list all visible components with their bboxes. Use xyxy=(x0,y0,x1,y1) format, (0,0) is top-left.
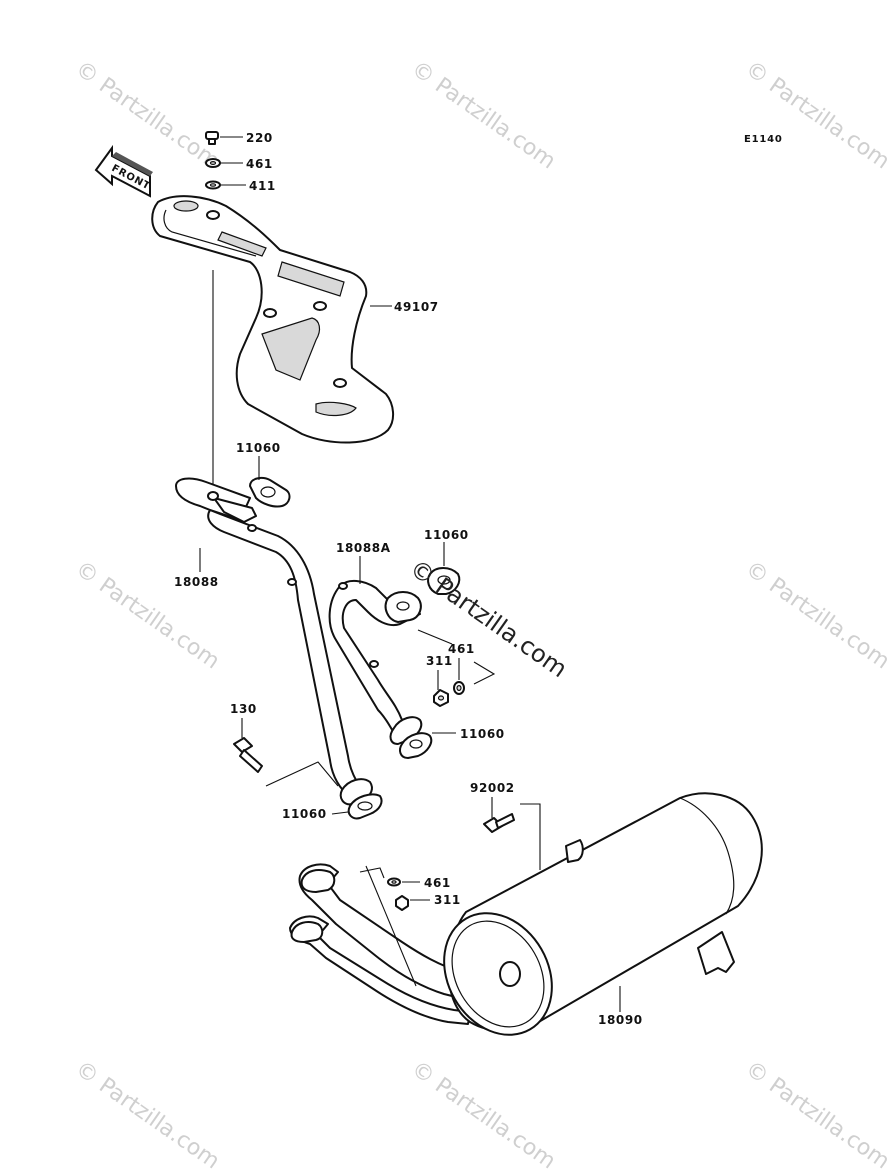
watermark: © Partzilla.com xyxy=(71,1056,224,1170)
exhaust-pipe-18088 xyxy=(175,477,373,806)
heat-shield-49107 xyxy=(151,195,394,444)
label-130: 130 xyxy=(230,702,257,716)
bolt-92002-icon xyxy=(483,813,515,833)
label-18088a: 18088A xyxy=(336,541,391,555)
label-92002: 92002 xyxy=(470,781,515,795)
label-411: 411 xyxy=(249,179,276,193)
label-11060-d: 11060 xyxy=(282,807,327,821)
washer-411-icon xyxy=(205,180,221,190)
label-18088: 18088 xyxy=(174,575,219,589)
watermark: © Partzilla.com xyxy=(407,56,560,174)
label-311-mid: 311 xyxy=(426,654,453,668)
watermark: © Partzilla.com xyxy=(407,1056,560,1170)
front-arrow-icon: FRONT xyxy=(94,144,153,198)
gasket-11060-c xyxy=(399,732,433,759)
nut-311-low-icon xyxy=(395,895,409,911)
label-311-low: 311 xyxy=(434,893,461,907)
gasket-11060-b xyxy=(427,567,461,595)
label-49107: 49107 xyxy=(394,300,439,314)
label-461-low: 461 xyxy=(424,876,451,890)
label-11060-a: 11060 xyxy=(236,441,281,455)
watermark: © Partzilla.com xyxy=(71,56,224,174)
watermark: © Partzilla.com xyxy=(741,556,894,674)
gasket-11060-a xyxy=(249,477,291,508)
label-11060-b: 11060 xyxy=(424,528,469,542)
nut-311-mid-icon xyxy=(433,689,449,707)
label-461-top: 461 xyxy=(246,157,273,171)
exhaust-pipe-18088a xyxy=(328,580,423,745)
bolt-130-icon xyxy=(233,737,263,773)
label-18090: 18090 xyxy=(598,1013,643,1027)
label-11060-c: 11060 xyxy=(460,727,505,741)
label-220: 220 xyxy=(246,131,273,145)
washer-461-mid-icon xyxy=(453,681,465,695)
label-461-mid: 461 xyxy=(448,642,475,656)
diagram-code: E1140 xyxy=(744,134,783,145)
gasket-11060-d xyxy=(347,793,383,820)
bolt-220-icon xyxy=(205,131,219,145)
watermark: © Partzilla.com xyxy=(741,56,894,174)
washer-461-low-icon xyxy=(387,877,401,887)
washer-461-icon xyxy=(205,158,221,168)
watermark: © Partzilla.com xyxy=(741,1056,894,1170)
muffler-18090 xyxy=(289,792,763,1036)
